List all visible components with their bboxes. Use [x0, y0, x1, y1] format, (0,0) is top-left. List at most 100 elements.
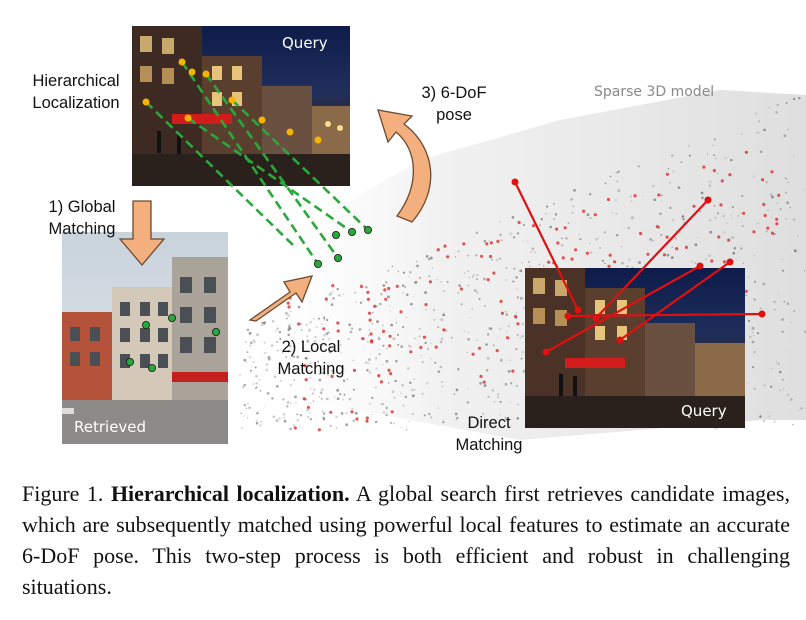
cloud-point	[428, 275, 431, 278]
cloud-red-point	[322, 327, 326, 331]
cloud-point	[712, 144, 714, 147]
cloud-point	[402, 284, 405, 287]
cloud-red-point	[607, 264, 611, 268]
cloud-point	[478, 298, 481, 301]
cloud-point	[243, 358, 247, 362]
cloud-point	[243, 383, 247, 387]
cloud-point	[309, 417, 313, 421]
cloud-red-point	[719, 203, 723, 207]
cloud-point	[437, 370, 441, 373]
cloud-point	[246, 417, 249, 419]
cloud-red-point	[770, 170, 774, 174]
cloud-point	[497, 396, 499, 398]
query-label-top: Query	[282, 34, 328, 52]
cloud-red-point	[331, 284, 335, 288]
direct-match-point	[726, 258, 734, 266]
cloud-point	[309, 301, 312, 304]
cloud-point	[682, 218, 685, 221]
cloud-point	[708, 180, 712, 184]
cloud-point	[802, 189, 804, 191]
cloud-point	[476, 273, 479, 277]
cloud-point	[263, 352, 266, 355]
cloud-red-point	[489, 254, 493, 259]
query-image-bottom: Query	[525, 268, 745, 428]
cloud-red-point	[499, 299, 503, 303]
cloud-red-point	[633, 194, 637, 198]
cloud-point	[401, 325, 405, 329]
cloud-point	[307, 415, 310, 419]
cloud-point	[368, 371, 372, 374]
cloud-point	[400, 345, 404, 349]
cloud-point	[278, 330, 282, 334]
cloud-point	[561, 244, 564, 247]
cloud-red-point	[766, 226, 770, 230]
match-line	[204, 73, 340, 259]
cloud-point	[630, 216, 634, 220]
cloud-point	[345, 423, 349, 427]
cloud-point	[671, 154, 674, 157]
cloud-point	[304, 356, 308, 360]
cloud-point	[371, 396, 374, 400]
cloud-point	[765, 230, 768, 233]
cloud-point	[292, 424, 296, 427]
cloud-point	[522, 323, 524, 325]
cloud-red-point	[302, 397, 306, 401]
cloud-point	[638, 261, 641, 264]
cloud-point	[703, 206, 705, 208]
cloud-point	[785, 191, 787, 194]
cloud-point	[388, 305, 391, 307]
cloud-point	[783, 248, 786, 250]
cloud-point	[260, 420, 263, 423]
cloud-point	[355, 301, 357, 303]
cloud-point	[487, 333, 490, 336]
cloud-point	[271, 320, 275, 323]
cloud-point	[731, 206, 734, 209]
cloud-point	[418, 335, 421, 338]
cloud-point	[288, 323, 291, 325]
cloud-red-point	[593, 213, 597, 217]
cloud-point	[408, 275, 410, 278]
cloud-point	[407, 367, 410, 370]
cloud-point	[506, 330, 508, 333]
cloud-point	[404, 286, 407, 288]
cloud-point	[322, 319, 325, 321]
cloud-point	[467, 331, 470, 334]
cloud-point	[521, 262, 523, 264]
cloud-point	[309, 376, 312, 379]
cloud-point	[485, 343, 488, 346]
cloud-point	[252, 360, 256, 364]
cloud-point	[596, 236, 599, 239]
cloud-point	[279, 337, 282, 341]
cloud-point	[252, 383, 255, 385]
feature-point	[178, 58, 186, 66]
cloud-point	[378, 348, 381, 351]
cloud-point	[497, 393, 500, 396]
cloud-red-point	[480, 254, 484, 258]
cloud-red-point	[446, 255, 450, 259]
cloud-point	[297, 305, 301, 309]
cloud-point	[307, 357, 310, 360]
cloud-point	[495, 258, 499, 262]
cloud-point	[499, 257, 501, 260]
cloud-point	[299, 413, 303, 417]
cloud-point	[393, 422, 395, 425]
cloud-point	[509, 424, 512, 427]
cloud-point	[340, 412, 344, 415]
cloud-point	[467, 270, 469, 272]
cloud-red-point	[419, 345, 423, 350]
cloud-point	[271, 397, 274, 400]
cloud-point	[424, 308, 428, 311]
cloud-point	[753, 298, 757, 301]
query-label-bottom: Query	[681, 402, 727, 420]
cloud-point	[352, 388, 356, 391]
cloud-point	[715, 157, 717, 159]
cloud-point	[339, 373, 341, 376]
cloud-red-point	[377, 374, 381, 378]
cloud-point	[538, 263, 541, 266]
cloud-point	[382, 411, 386, 414]
cloud-point	[319, 391, 323, 395]
cloud-point	[617, 189, 621, 193]
cloud-red-point	[443, 244, 447, 248]
cloud-point	[453, 393, 456, 395]
feature-point	[228, 96, 236, 104]
